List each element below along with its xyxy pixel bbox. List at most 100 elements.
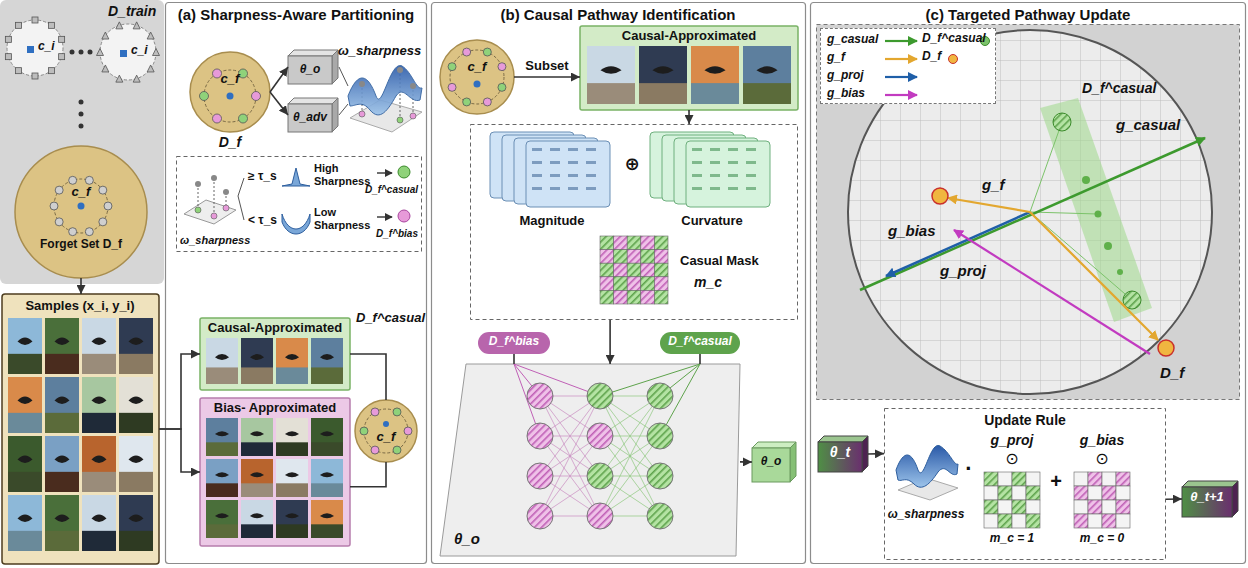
image-thumb [276,338,308,384]
bird-shape [18,456,33,463]
mask-cell [654,263,668,277]
sample-triangle [153,49,160,56]
mask-cell [600,277,614,291]
edge-label: Subset [523,59,570,74]
mask-cell [1088,514,1102,528]
bird-shape [756,66,777,74]
sample-triangle [102,32,109,39]
node-text: θ_o [454,530,480,547]
connector [609,320,611,364]
bird-shape [320,431,334,436]
sample-dot [359,81,365,87]
sample-dot [448,83,456,91]
bird-shape [250,472,264,477]
update-frame [885,409,1166,560]
legend-text: g_proj [827,69,864,83]
node-text: Magnitude [520,214,585,229]
causal-panel [200,318,350,390]
sample-dot [397,117,403,123]
bird-shape [92,397,107,404]
node-text: g_proj [991,432,1034,448]
forget-set-disc [355,400,417,462]
image-ground [206,442,238,456]
forget-ring [204,70,256,122]
image-ground [241,442,273,456]
node-text: ω_sharpness [888,508,965,522]
drop-line [214,178,215,216]
panel-frame [166,3,427,564]
image-thumb [45,318,79,374]
node-text: θ_o [300,63,321,77]
bird-shape [215,513,229,518]
sample-triangle [116,22,123,29]
mask-cell [600,290,614,304]
legend-arrow [885,76,917,78]
bird-shape [215,354,229,360]
image-ground [206,367,238,384]
sample-dot [239,69,248,78]
mask-cell [1012,500,1026,514]
node-text: m_c [694,274,722,290]
annotation: ω_sharpness [338,44,421,59]
model-block: θ_o [288,50,338,84]
bird-shape [55,338,70,345]
class-center [383,421,389,427]
node-text: Low Sharpness [314,206,374,232]
sample-dot [448,63,456,71]
mask-cell [614,236,628,250]
forget-set-disc [190,52,270,132]
connector [740,461,752,463]
matrix-entry [710,174,720,177]
image-thumb [241,338,273,384]
neuron [527,423,553,449]
mask-cell [1026,486,1040,500]
legend-text: g_casual [827,33,878,47]
node-text: Samples (x_i, y_i) [25,299,134,314]
sample-dot [393,408,401,416]
forget-set-disc [15,146,147,278]
loss-surface [896,445,958,487]
model-block: θ_o [752,442,796,482]
block-side [790,442,796,482]
mask-cell [627,263,641,277]
image-ground [8,531,42,551]
image-ground [276,367,308,384]
mask-cell [1116,514,1130,528]
sample-triangle [133,75,140,82]
ellipsis-dot [70,50,75,55]
sample-square [32,17,38,23]
sample-dot [410,113,416,119]
sample-dot [371,408,379,416]
bird-shape [285,472,299,477]
node-text: Casual Mask [680,254,759,269]
node-text: m_c = 1 [990,532,1034,546]
image-thumb [691,46,739,104]
mini-plane [184,200,236,224]
legend-arrow [885,94,917,96]
sample-dot [69,228,77,236]
bird-shape [129,338,144,345]
node-text: (a) Sharpness-Aware Partitioning [171,6,421,23]
sample-square [59,54,65,60]
sample-square [16,68,22,74]
connector [868,453,884,455]
node-text: D_f [1160,364,1184,381]
node-text: + [1050,470,1062,493]
network-edge [540,396,600,516]
image-ground [587,83,635,104]
node-text: θ_t [830,444,850,460]
matrix-entry [532,174,542,177]
block-front [288,56,332,84]
casual-dot [1053,113,1071,131]
causal-pill-shape [660,332,740,354]
thin-line [1030,122,1062,212]
node-text: D_train [108,3,156,19]
sample-square [48,22,54,28]
image-ground [241,367,273,384]
block-top [288,98,338,104]
sample-dot [85,228,93,236]
image-ground [206,524,238,538]
image-ground [119,472,153,492]
connector [350,462,386,487]
forget-set-disc [440,40,514,114]
